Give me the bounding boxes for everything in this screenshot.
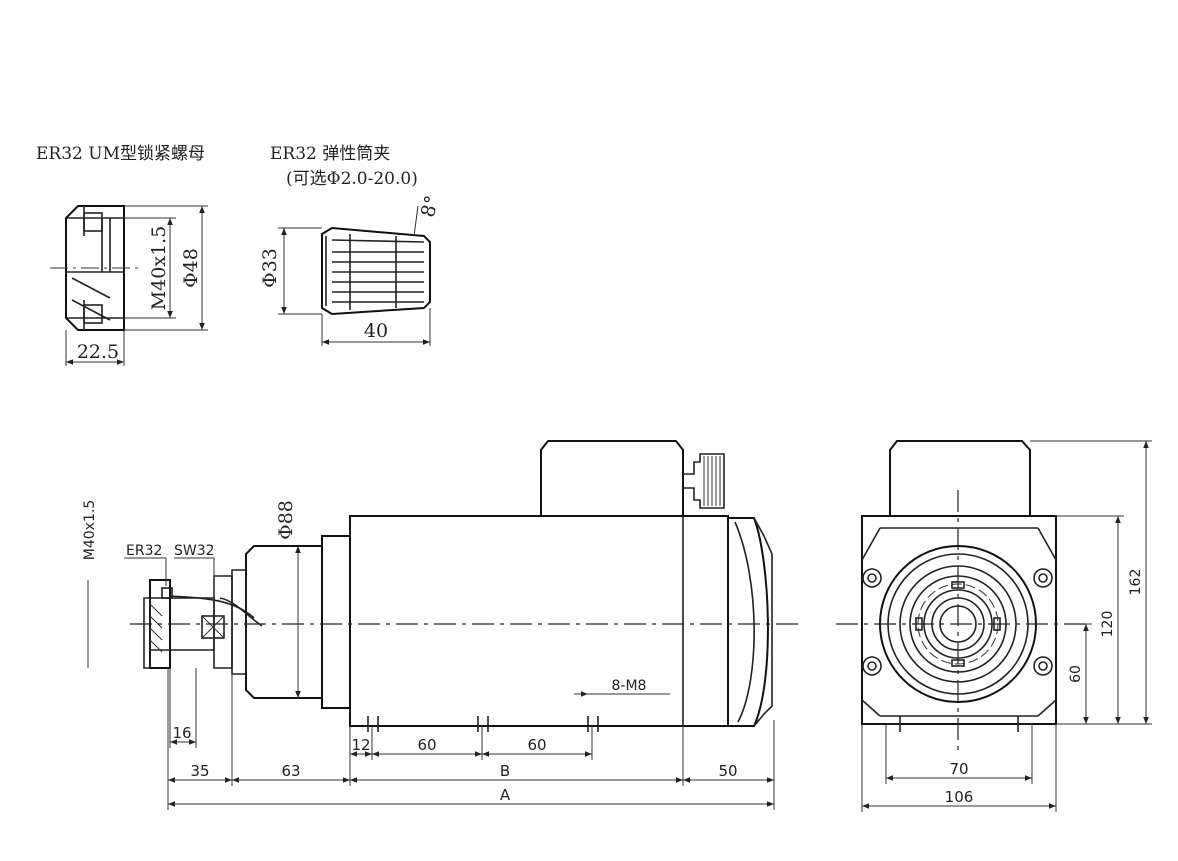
dim-106: 106	[945, 788, 974, 806]
collet-subtitle: (可选Φ2.0-20.0)	[286, 169, 418, 189]
dim-a: A	[500, 786, 511, 804]
holes-label: 8-M8	[612, 678, 647, 694]
dim-120: 120	[1100, 611, 1116, 638]
dim-12: 12	[351, 736, 370, 754]
dim-70: 70	[949, 760, 968, 778]
dim-50: 50	[718, 762, 737, 780]
sw32-label: SW32	[174, 543, 215, 559]
flange-diameter-label: Φ88	[275, 500, 297, 540]
er32-label: ER32	[126, 543, 162, 559]
dim-63: 63	[281, 762, 300, 780]
nut-diameter-dim: Φ48	[180, 248, 202, 288]
dim-60-b: 60	[527, 736, 546, 754]
side-thread-label: M40x1.5	[82, 500, 98, 560]
dim-35: 35	[190, 762, 209, 780]
collet-length-dim: 40	[364, 320, 388, 342]
dim-60-front: 60	[1068, 665, 1084, 683]
dim-16: 16	[172, 724, 191, 742]
lock-nut-detail: ER32 UM型锁紧螺母 M40x1.5 Φ48 22.5	[36, 144, 208, 366]
collet-title: ER32 弹性筒夹	[270, 144, 390, 164]
spindle-side-view: 8-M8 M40x1.5 ER32 SW32 Φ88 16 12 60 60 3…	[82, 440, 800, 810]
dim-162: 162	[1128, 569, 1144, 596]
nut-title: ER32 UM型锁紧螺母	[36, 144, 205, 164]
collet-diameter-dim: Φ33	[259, 248, 281, 288]
collet-detail: ER32 弹性筒夹 (可选Φ2.0-20.0) 8° Φ33 40	[259, 144, 444, 346]
nut-width-dim: 22.5	[77, 341, 119, 363]
nut-thread-dim: M40x1.5	[148, 226, 170, 311]
dim-60-a: 60	[417, 736, 436, 754]
collet-angle-dim: 8°	[417, 193, 444, 220]
spindle-front-view: 162 120 60 70 106	[836, 440, 1152, 812]
dim-b: B	[500, 762, 510, 780]
